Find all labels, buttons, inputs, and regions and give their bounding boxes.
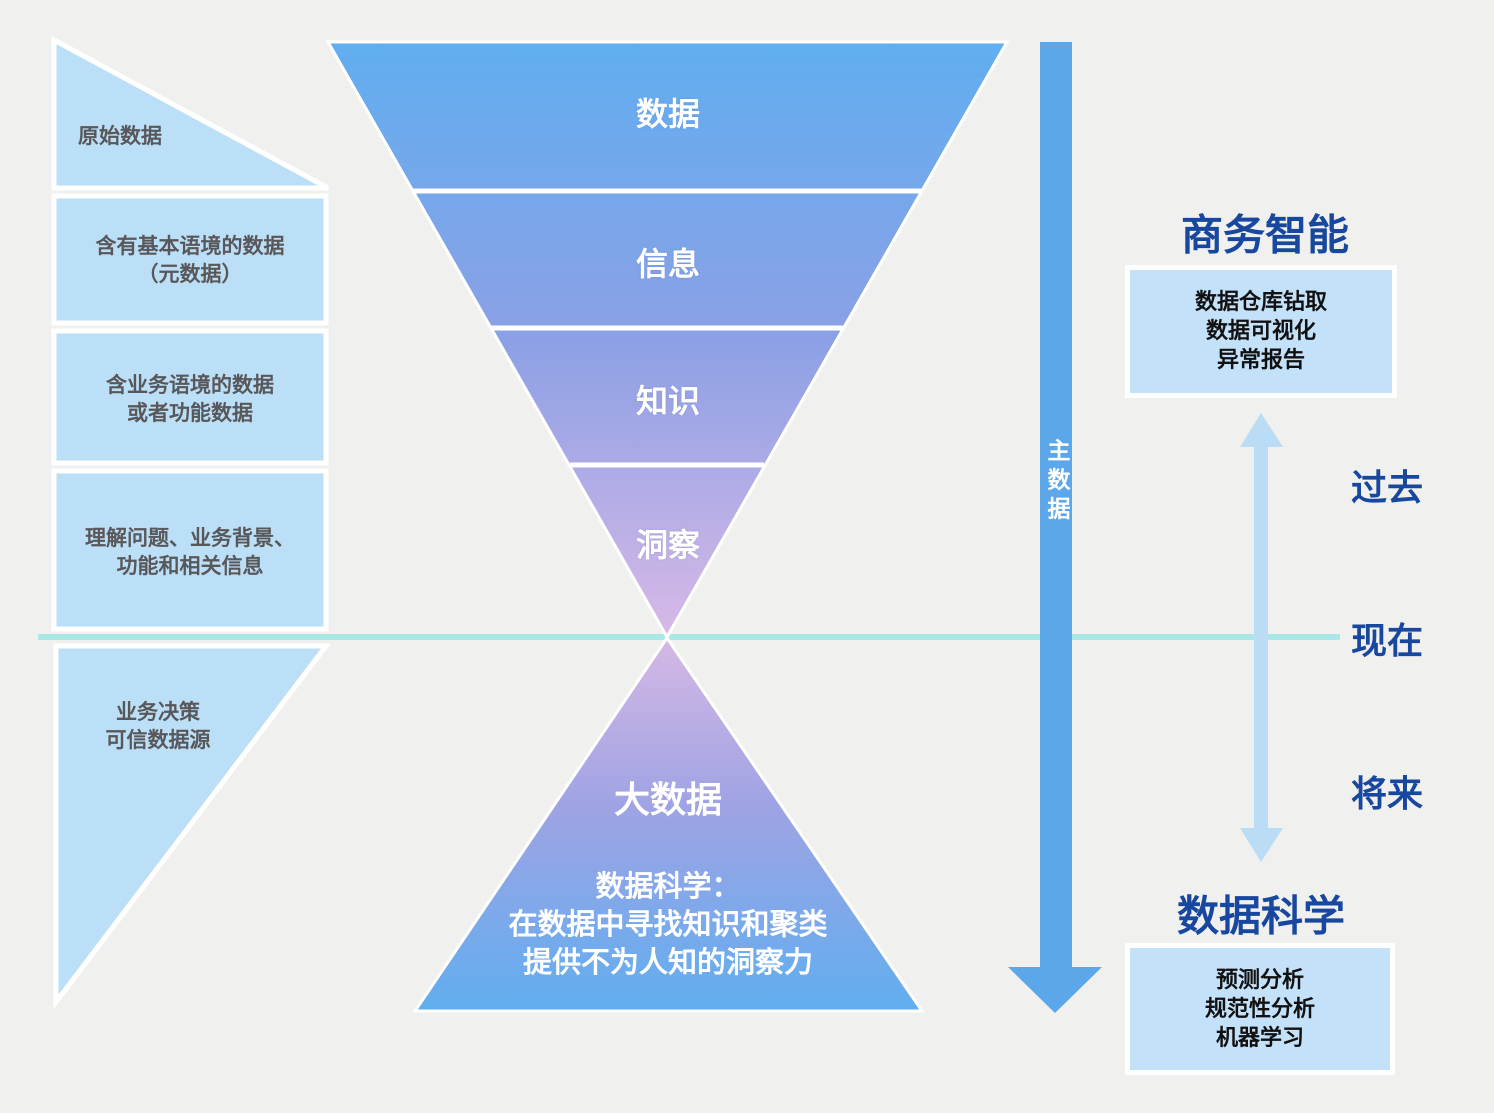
now-timeline-line xyxy=(38,634,1340,640)
left-block-understanding-label: 理解问题、业务背景、 功能和相关信息 xyxy=(85,524,295,580)
master-data-bar xyxy=(1040,42,1072,967)
timeline-present-label: 现在 xyxy=(1350,621,1424,662)
big-data-triangle xyxy=(412,635,925,1013)
left-block-metadata-shape xyxy=(51,193,329,326)
left-block-business-context-label: 含业务语境的数据 或者功能数据 xyxy=(106,371,274,427)
big-data-description-line3: 提供不为人知的洞察力 xyxy=(522,945,814,979)
left-block-understanding-line1: 理解问题、业务背景、 xyxy=(85,526,295,550)
big-data-description-line2: 在数据中寻找知识和聚类 xyxy=(508,907,828,941)
master-data-arrowhead-icon xyxy=(1008,967,1102,1013)
timeline-past-label: 过去 xyxy=(1350,468,1424,509)
business-intelligence-box: 数据仓库钻取 数据可视化 异常报告 xyxy=(1125,265,1397,398)
bi-item-anomaly-report: 异常报告 xyxy=(1216,348,1305,373)
left-block-decision-label: 业务决策 可信数据源 xyxy=(106,698,211,754)
left-block-business-context-line1: 含业务语境的数据 xyxy=(106,373,274,397)
left-block-understanding-line2: 功能和相关信息 xyxy=(116,554,264,578)
left-block-raw-data-shape xyxy=(51,35,330,191)
big-data-description: 数据科学： 在数据中寻找知识和聚类 提供不为人知的洞察力 xyxy=(508,867,827,981)
ds-item-machine-learning: 机器学习 xyxy=(1215,1025,1304,1051)
business-intelligence-title: 商务智能 xyxy=(1180,210,1350,260)
funnel-level-knowledge-label: 知识 xyxy=(635,382,701,420)
big-data-title: 大数据 xyxy=(613,780,723,821)
bi-item-drill: 数据仓库钻取 xyxy=(1194,290,1327,315)
left-block-decision-line1: 业务决策 xyxy=(116,700,200,724)
master-data-bar-label: 主数据 xyxy=(1043,438,1069,526)
left-block-metadata-line1: 含有基本语境的数据 xyxy=(95,234,285,258)
data-science-title: 数据科学 xyxy=(1176,891,1346,941)
left-block-business-context-shape xyxy=(51,328,329,466)
funnel-level-information-label: 信息 xyxy=(635,245,701,283)
left-block-raw-data-label: 原始数据 xyxy=(78,124,162,148)
left-block-metadata-label: 含有基本语境的数据 （元数据） xyxy=(96,232,285,288)
timeline-future-label: 将来 xyxy=(1350,774,1424,815)
double-arrow-icon xyxy=(1240,413,1283,862)
data-science-box: 预测分析 规范性分析 机器学习 xyxy=(1125,943,1395,1075)
ds-item-predictive: 预测分析 xyxy=(1215,967,1304,993)
big-data-description-line1: 数据科学： xyxy=(595,869,741,903)
funnel-level-insight-label: 洞察 xyxy=(635,526,701,564)
left-block-decision-shape xyxy=(53,643,332,1010)
left-block-understanding-shape xyxy=(51,468,329,632)
funnel-level-data-label: 数据 xyxy=(635,95,701,133)
left-block-metadata-line2: （元数据） xyxy=(137,262,243,286)
bi-item-visualization: 数据可视化 xyxy=(1205,319,1316,344)
left-block-business-context-line2: 或者功能数据 xyxy=(127,401,253,425)
left-block-decision-line2: 可信数据源 xyxy=(105,728,211,752)
ds-item-prescriptive: 规范性分析 xyxy=(1204,996,1315,1022)
